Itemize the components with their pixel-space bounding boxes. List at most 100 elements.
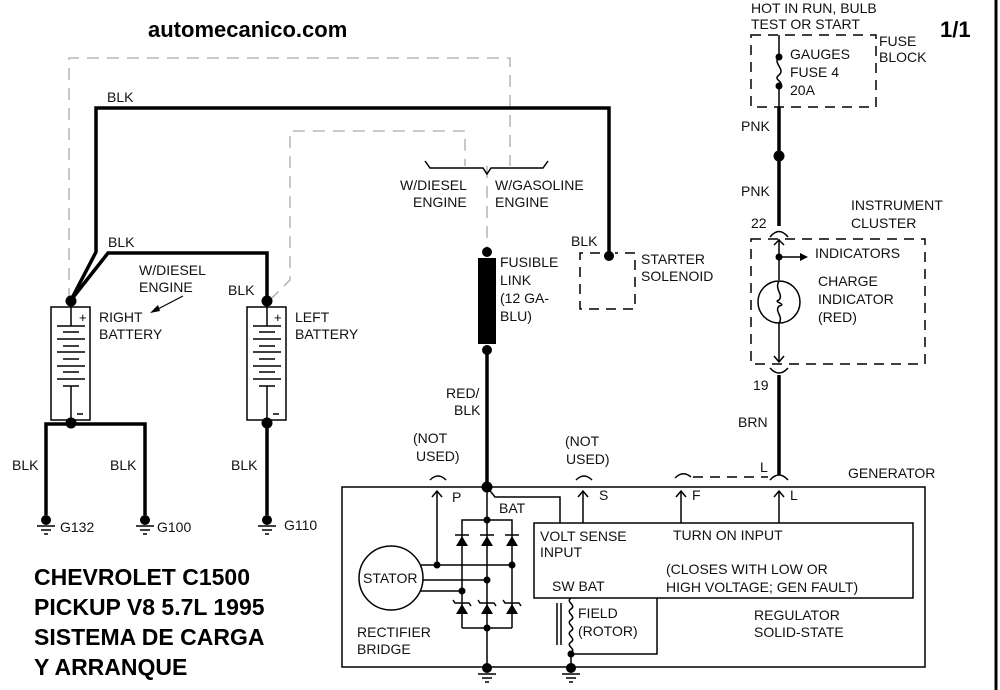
generator-ground-icon-1 <box>478 663 496 683</box>
diesel-option-wiring <box>68 57 511 301</box>
left-battery-label-2: BATTERY <box>295 326 359 342</box>
generator-label: GENERATOR <box>848 465 935 481</box>
sw-bat-label: SW BAT <box>552 578 605 594</box>
power-source-label-2: TEST OR START <box>751 16 860 32</box>
right-battery-label-2: BATTERY <box>99 326 163 342</box>
charge-indicator-bulb-icon <box>757 280 801 364</box>
generator-ground-icon-2 <box>562 663 580 683</box>
pin-22-label: 22 <box>751 215 767 231</box>
title-line-4: Y ARRANQUE <box>34 654 187 680</box>
starter-solenoid-box <box>579 252 636 310</box>
blk-battery-link-wire <box>69 251 269 302</box>
pin-19-label: 19 <box>753 377 769 393</box>
gasoline-option-label-2: ENGINE <box>495 194 549 210</box>
ground-label-g100: G100 <box>157 519 191 535</box>
title-line-1: CHEVROLET C1500 <box>34 564 250 590</box>
volt-sense-label-1: VOLT SENSE <box>540 528 627 544</box>
terminal-p-arrow-icon <box>431 489 443 565</box>
connector-p-icon <box>429 475 447 481</box>
rectifier-bridge-icon <box>420 487 522 667</box>
wire-label-blk-g100: BLK <box>110 457 137 473</box>
volt-sense-label-2: INPUT <box>540 544 582 560</box>
fuse-icon <box>775 35 783 107</box>
diesel-battery-label-1: W/DIESEL <box>139 262 206 278</box>
diesel-option-label-2: ENGINE <box>413 194 467 210</box>
terminal-p-label: P <box>452 489 461 505</box>
blk-starter-wire <box>69 106 614 301</box>
charge-indicator-label-3: (RED) <box>818 309 857 325</box>
turn-on-input-label: TURN ON INPUT <box>673 527 783 543</box>
connector-f-icon <box>674 473 692 479</box>
starter-solenoid-label-1: STARTER <box>641 251 705 267</box>
instrument-cluster-label-1: INSTRUMENT <box>851 197 943 213</box>
closes-note-label-1: (CLOSES WITH LOW OR <box>666 561 828 577</box>
terminal-f-label: F <box>692 487 701 503</box>
stator-label: STATOR <box>363 570 417 586</box>
title-line-3: SISTEMA DE CARGA <box>34 624 264 650</box>
title-line-2: PICKUP V8 5.7L 1995 <box>34 594 265 620</box>
field-rotor-label-1: FIELD <box>578 605 618 621</box>
connector-22-icon <box>769 230 789 238</box>
fusible-link-icon <box>478 247 496 355</box>
terminal-f-arrow-icon <box>675 489 687 523</box>
indicators-label: INDICATORS <box>815 245 900 261</box>
indicators-arrow-icon <box>800 253 808 261</box>
right-battery-label-1: RIGHT <box>99 309 143 325</box>
wire-label-blk-starter: BLK <box>571 233 598 249</box>
fusible-link-label-4: BLU) <box>500 308 532 324</box>
bat-internal-wire <box>486 486 561 523</box>
pointer-arrow-icon <box>150 295 184 313</box>
page-number: 1/1 <box>940 17 971 42</box>
not-used-p-label-2: USED) <box>416 448 460 464</box>
instrument-cluster-label-2: CLUSTER <box>851 215 916 231</box>
regulator-label-2: SOLID-STATE <box>754 624 844 640</box>
ground-label-g132: G132 <box>60 519 94 535</box>
bat-terminal-label: BAT <box>499 500 526 516</box>
fuse-label-3: 20A <box>790 82 816 98</box>
charge-indicator-label-1: CHARGE <box>818 273 878 289</box>
ground-label-g110: G110 <box>284 517 317 533</box>
connector-l-icon <box>769 474 789 481</box>
field-rotor-coil-icon <box>556 597 658 667</box>
wire-label-red-blk-2: BLK <box>454 402 481 418</box>
rectifier-bridge-label-2: BRIDGE <box>357 641 411 657</box>
right-battery-ground-wires <box>44 422 147 515</box>
not-used-s-label-2: USED) <box>566 451 610 467</box>
wire-label-blk-top: BLK <box>107 89 134 105</box>
regulator-label-1: REGULATOR <box>754 607 840 623</box>
wire-label-red-blk-1: RED/ <box>446 385 480 401</box>
fuse-block-box <box>750 34 877 108</box>
terminal-s-label: S <box>599 487 608 503</box>
charge-indicator-label-2: INDICATOR <box>818 291 894 307</box>
not-used-s-label-1: (NOT <box>565 433 600 449</box>
fusible-link-label-1: FUSIBLE <box>500 254 558 270</box>
wire-label-brn: BRN <box>738 414 768 430</box>
option-brace <box>424 160 549 176</box>
ground-icon-g132 <box>37 515 55 535</box>
regulator-box <box>533 522 914 599</box>
terminal-l-label: L <box>790 487 798 503</box>
diesel-battery-label-2: ENGINE <box>139 279 193 295</box>
ground-icon-g100 <box>136 515 154 535</box>
rectifier-bridge-label-1: RECTIFIER <box>357 624 431 640</box>
ground-icon-g110 <box>258 515 276 535</box>
fuse-label-2: FUSE 4 <box>790 64 839 80</box>
wire-label-blk-left-battery: BLK <box>228 282 255 298</box>
charge-indicator-circuit <box>773 238 808 280</box>
wire-label-pnk-1: PNK <box>741 118 770 134</box>
instrument-cluster-box <box>750 238 926 365</box>
closes-note-label-2: HIGH VOLTAGE; GEN FAULT) <box>666 579 858 595</box>
diesel-option-label-1: W/DIESEL <box>400 177 467 193</box>
gasoline-option-label-1: W/GASOLINE <box>495 177 584 193</box>
splice-point <box>773 150 785 162</box>
svg-text:+: + <box>274 310 282 325</box>
field-rotor-label-2: (ROTOR) <box>578 623 638 639</box>
fuse-block-label-1: FUSE <box>879 33 916 49</box>
power-source-label-1: HOT IN RUN, BULB <box>751 0 877 16</box>
connector-19-icon <box>769 367 789 374</box>
left-battery-icon: + <box>246 295 287 429</box>
fuse-block-label-2: BLOCK <box>879 49 927 65</box>
terminal-l-arrow-icon <box>773 489 785 523</box>
site-title: automecanico.com <box>148 17 347 42</box>
